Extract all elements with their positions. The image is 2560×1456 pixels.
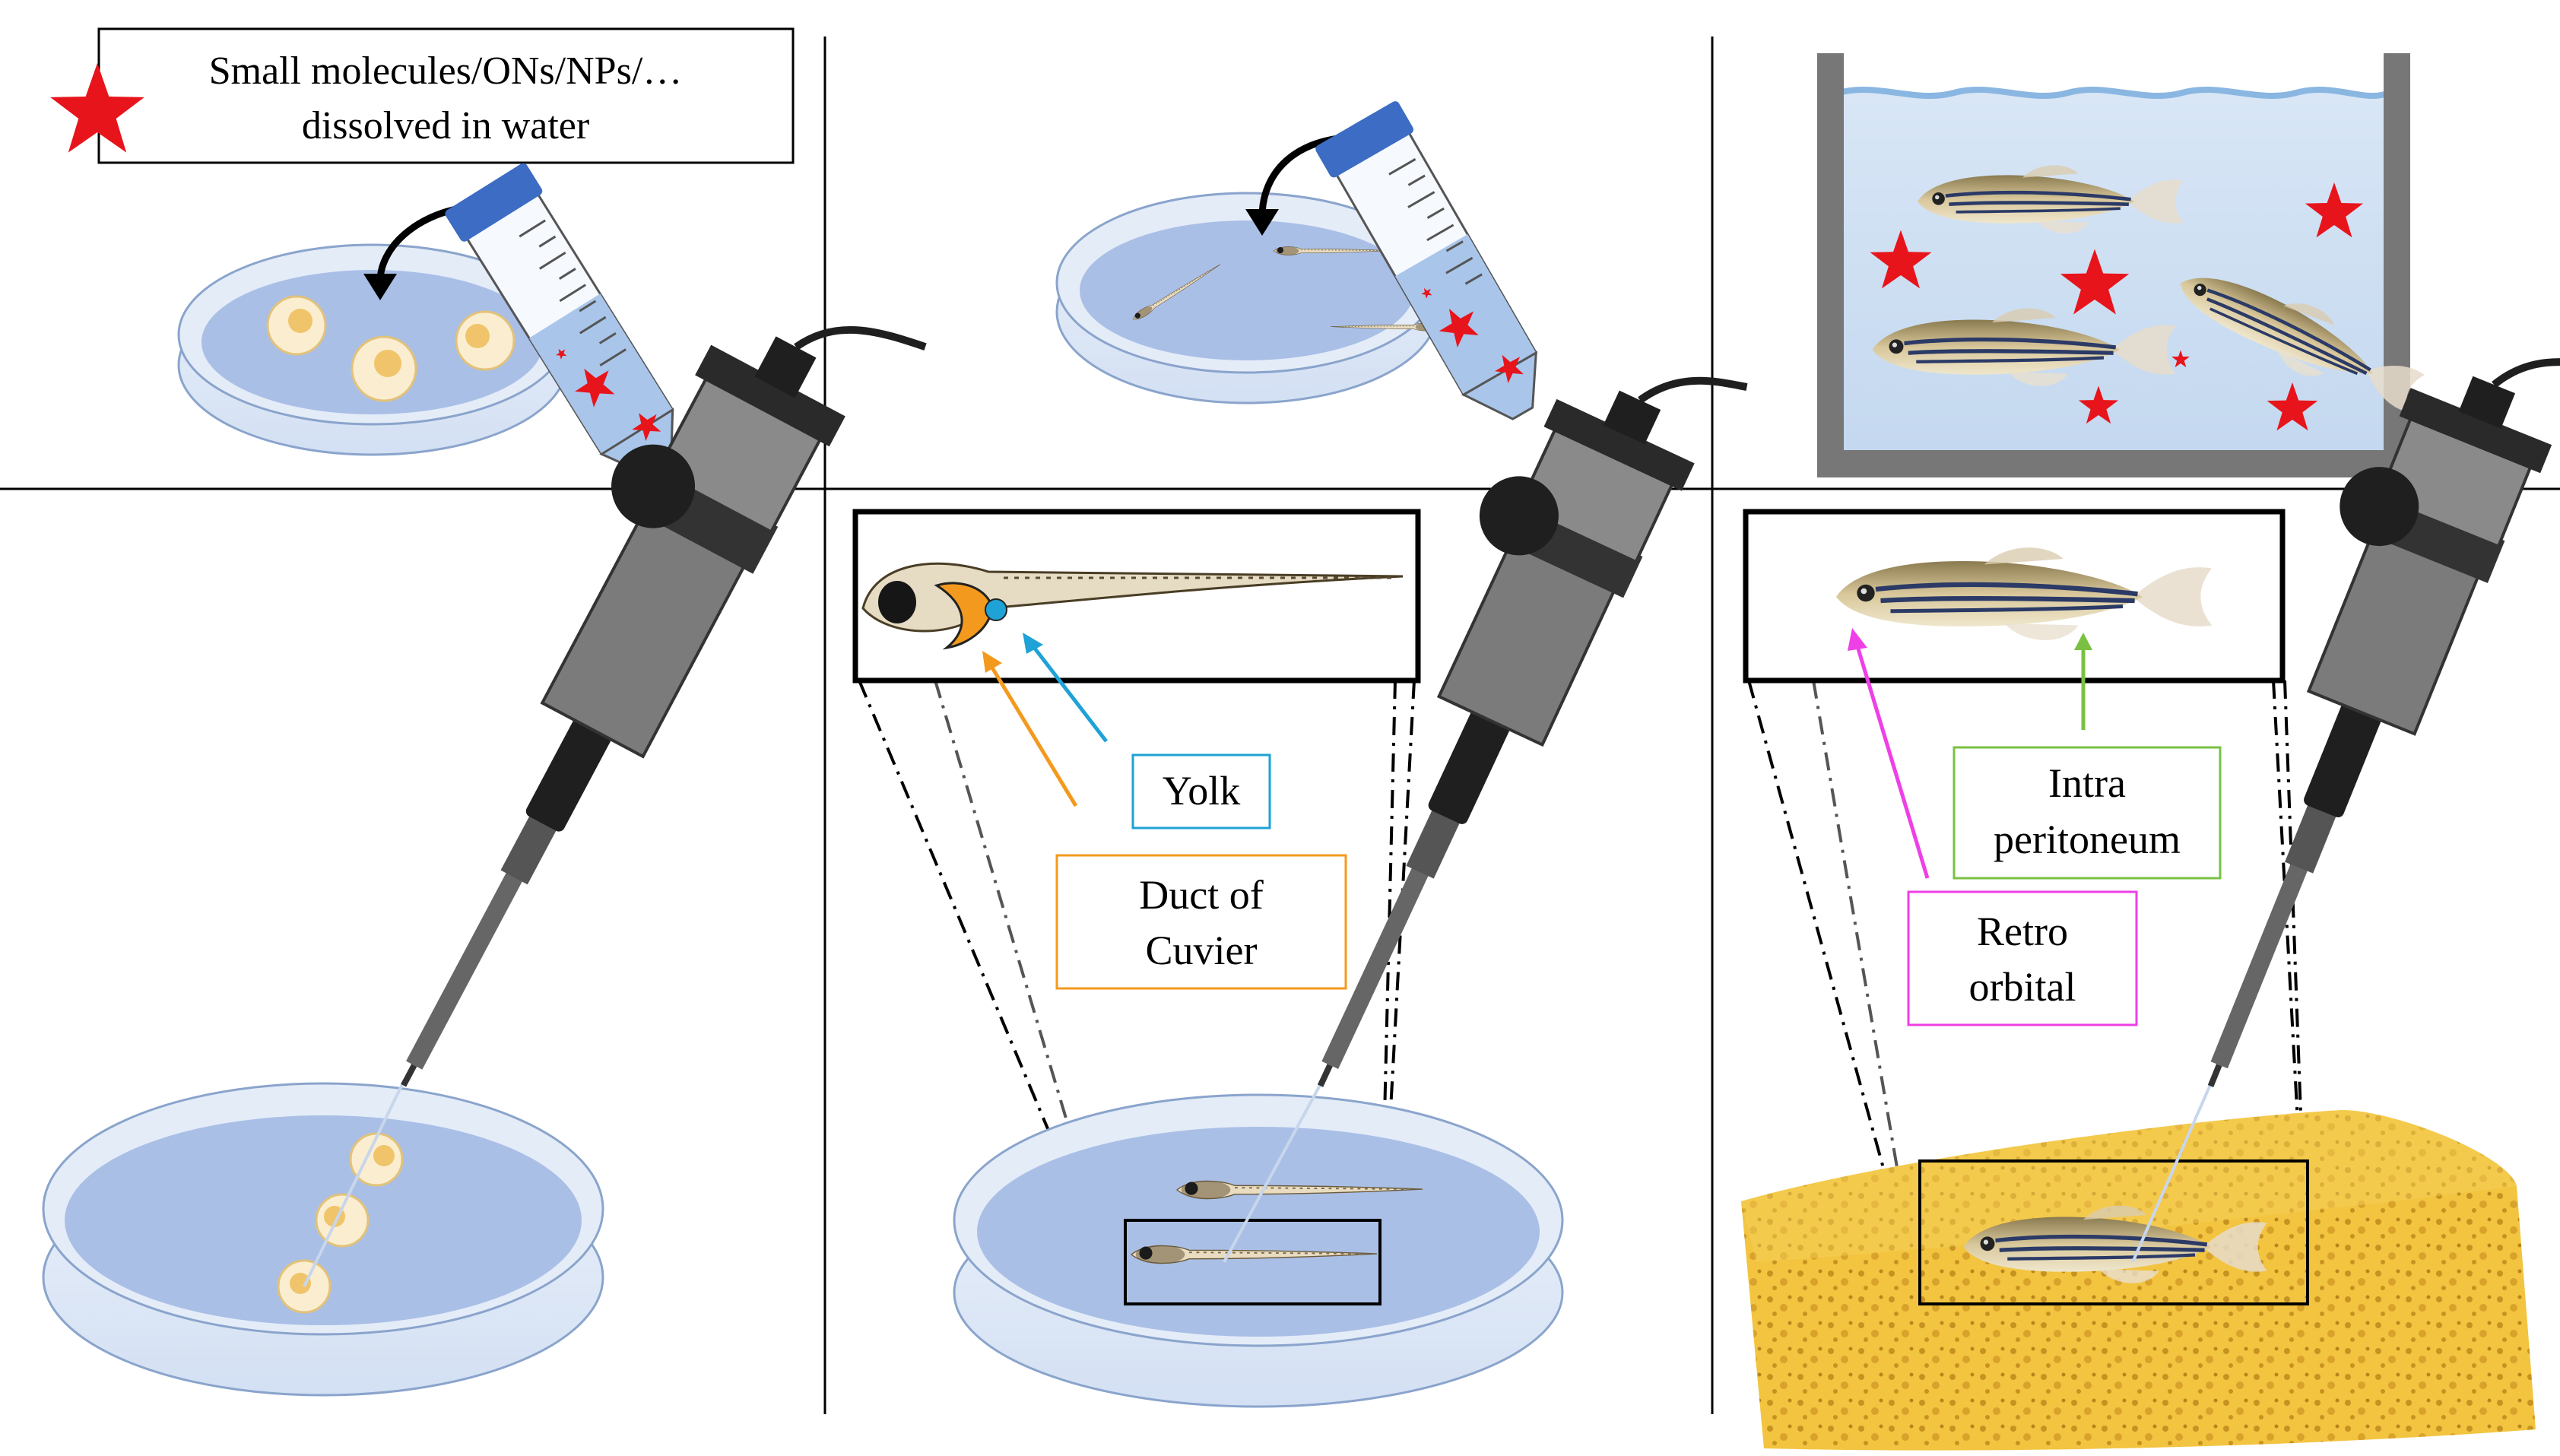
legend-box: [97, 27, 795, 164]
cuvier-arrow: [986, 660, 1078, 807]
panel-adult-injection: Intra peritoneum Retro orbital: [1741, 358, 2560, 1451]
panel-larval-injection: Yolk Duct of Cuvier: [852, 376, 1748, 1408]
tube-cap: [1315, 101, 1413, 178]
zoom-region: [1918, 1159, 2309, 1305]
embryo: [315, 1193, 370, 1248]
water-surface: [1837, 86, 2390, 100]
tank-water: [1838, 93, 2389, 450]
panel-embryo-soak: [177, 163, 674, 478]
intra-label-line-1: Intra: [2048, 760, 2126, 806]
yolk-label-box: [1131, 753, 1271, 830]
dish-liquid: [977, 1127, 1540, 1337]
legend-line-1: Small molecules/ONs/NPs/…: [209, 49, 683, 93]
legend: Small molecules/ONs/NPs/… dissolved in w…: [50, 27, 795, 164]
larva-inset: [852, 509, 1421, 684]
retro-orbital-arrow: [1853, 638, 1930, 879]
microinjector: [1317, 376, 1748, 1087]
cuvier-label-line-2: Cuvier: [1146, 928, 1258, 973]
dish-liquid: [1080, 220, 1414, 360]
embryo: [266, 295, 327, 356]
legend-line-2: dissolved in water: [302, 104, 589, 148]
microinjector: [2207, 358, 2560, 1088]
tube-cap: [445, 163, 543, 242]
injection-needle: [1223, 1079, 1324, 1263]
microinjector: [401, 325, 927, 1087]
injection-needle: [303, 1079, 406, 1287]
yolk-arrow: [1029, 641, 1108, 743]
retro-label-line-2: orbital: [1969, 964, 2076, 1010]
cuvier-label-box: [1055, 854, 1347, 990]
embryo: [455, 310, 515, 371]
falcon-tube: [1315, 101, 1538, 420]
yolk-label: Yolk: [1163, 768, 1241, 814]
panel-embryo-injection: [42, 325, 927, 1397]
embryo: [349, 1132, 404, 1187]
cuvier-label-line-1: Duct of: [1139, 872, 1263, 918]
retro-orbital-label-box: [1907, 890, 2138, 1026]
zoom-region: [1124, 1219, 1382, 1305]
intra-peritoneum-label-box: [1953, 746, 2222, 880]
duct-of-cuvier-highlight: [934, 582, 994, 650]
retro-label-line-1: Retro: [1977, 909, 2068, 954]
larva-closeup: [861, 562, 1404, 650]
injection-needle: [2131, 1079, 2214, 1263]
yolk-injection-site: [985, 598, 1007, 621]
embryo: [351, 335, 417, 402]
panel-larvae-soak: [1055, 101, 1538, 420]
panel-adult-tank: [1817, 53, 2431, 477]
intra-label-line-2: peritoneum: [1994, 817, 2181, 862]
